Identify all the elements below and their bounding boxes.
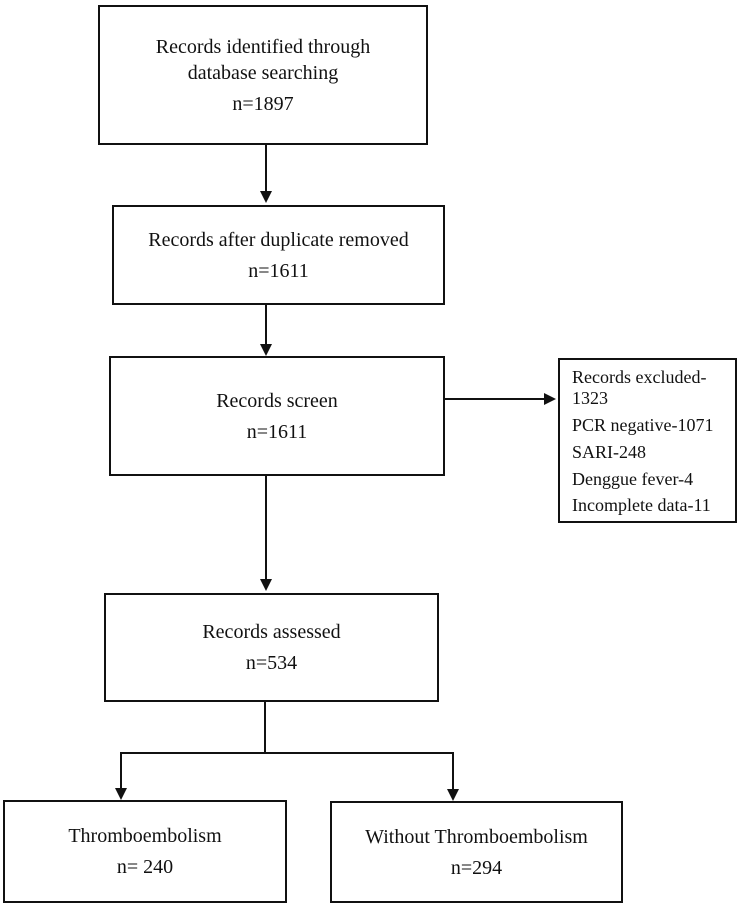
- arrowhead-down-icon: [447, 789, 459, 801]
- box-thromboembolism-count: n= 240: [116, 856, 174, 878]
- box-duplicates-removed-label: Records after duplicate removed: [148, 228, 409, 251]
- box-records-screened: Records screen n=1611: [109, 356, 445, 476]
- arrowhead-down-icon: [260, 344, 272, 356]
- box-records-assessed: Records assessed n=534: [104, 593, 439, 702]
- box-thromboembolism-label: Thromboembolism: [68, 825, 222, 847]
- arrowhead-right-icon: [544, 393, 556, 405]
- connector-branch-left: [120, 752, 122, 789]
- box-duplicates-removed: Records after duplicate removed n=1611: [112, 205, 445, 305]
- box-records-assessed-count: n=534: [245, 652, 298, 674]
- box-records-screened-label: Records screen: [216, 389, 338, 412]
- connector-branch-horizontal: [120, 752, 454, 754]
- connector-screened-to-assessed: [265, 476, 267, 581]
- box-records-identified-label: Records identified through database sear…: [155, 35, 371, 84]
- box-records-excluded: Records excluded-1323 PCR negative-1071 …: [558, 358, 737, 523]
- box-without-thromboembolism-count: n=294: [450, 856, 503, 879]
- connector-deduplicated-to-screened: [265, 305, 267, 346]
- exclusion-item: SARI-248: [572, 441, 647, 462]
- arrowhead-down-icon: [260, 579, 272, 591]
- exclusion-item: Denggue fever-4: [572, 468, 694, 489]
- exclusion-item: Records excluded-1323: [572, 367, 707, 408]
- connector-branch-right: [452, 752, 454, 790]
- box-thromboembolism: Thromboembolism n= 240: [3, 800, 287, 903]
- connector-identified-to-deduplicated: [265, 145, 267, 193]
- arrowhead-down-icon: [115, 788, 127, 800]
- box-records-identified: Records identified through database sear…: [98, 5, 428, 145]
- box-without-thromboembolism: Without Thromboembolism n=294: [330, 801, 623, 903]
- box-without-thromboembolism-label: Without Thromboembolism: [365, 825, 588, 848]
- box-records-screened-count: n=1611: [246, 420, 308, 443]
- arrowhead-down-icon: [260, 191, 272, 203]
- box-records-identified-count: n=1897: [232, 92, 294, 115]
- box-duplicates-removed-count: n=1611: [248, 259, 309, 282]
- connector-assessed-stem: [264, 702, 266, 754]
- box-records-assessed-label: Records assessed: [202, 621, 341, 643]
- exclusion-item: PCR negative-1071: [572, 414, 714, 435]
- connector-screened-to-excluded: [445, 398, 545, 400]
- exclusion-item: Incomplete data-11: [572, 495, 711, 516]
